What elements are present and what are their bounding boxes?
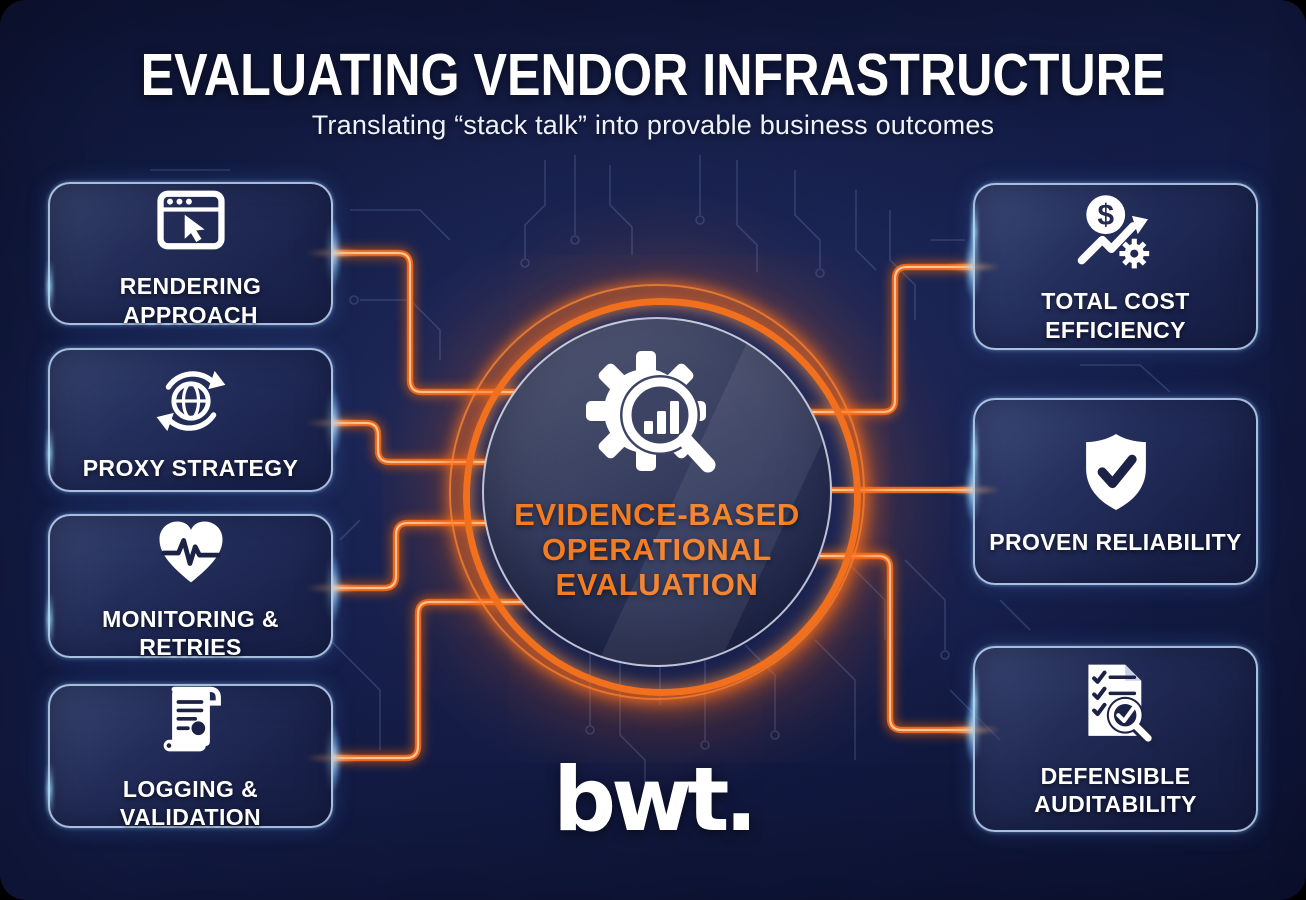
brand-logo: bwt.	[553, 748, 758, 851]
shield-check-icon	[1070, 426, 1162, 518]
center-label: EVIDENCE-BASED OPERATIONAL EVALUATION	[514, 497, 800, 602]
panel-proxy-strategy: PROXY STRATEGY	[48, 348, 333, 492]
page-title: EVALUATING VENDOR INFRASTRUCTURE	[140, 41, 1166, 108]
panel-rendering-approach: RENDERING APPROACH	[48, 182, 333, 328]
page-subtitle: Translating “stack talk” into provable b…	[311, 110, 995, 140]
scroll-log-icon	[149, 681, 233, 765]
center-ring-outer	[449, 284, 865, 700]
panel-monitoring-retries: MONITORING & RETRIES	[48, 511, 333, 660]
audit-checklist-magnifier-icon	[1070, 660, 1162, 752]
panel-label: PROVEN RELIABILITY	[989, 529, 1242, 556]
panel-label: RENDERING APPROACH	[119, 273, 262, 328]
panel-defensible-auditability: DEFENSIBLE AUDITABILITY	[973, 646, 1258, 832]
panel-total-cost-efficiency: $ TOTAL COST EFFICIENCY	[973, 183, 1258, 350]
panel-label: TOTAL COST EFFICIENCY	[1041, 288, 1190, 343]
gear-magnifier-chart-icon	[572, 345, 742, 497]
panel-logging-validation: LOGGING & VALIDATION	[48, 681, 333, 830]
heartbeat-icon	[149, 511, 233, 595]
panel-label: LOGGING & VALIDATION	[119, 775, 262, 830]
center-label-line: OPERATIONAL	[542, 532, 772, 568]
center-ring	[463, 298, 861, 696]
panel-label: PROXY STRATEGY	[82, 454, 299, 481]
center-label-line: EVALUATION	[555, 567, 759, 603]
center-circle: EVIDENCE-BASED OPERATIONAL EVALUATION	[482, 317, 832, 667]
dollar-growth-gear-icon: $	[1068, 189, 1164, 277]
panel-label: DEFENSIBLE AUDITABILITY	[1034, 762, 1197, 817]
svg-text:$: $	[1097, 199, 1114, 232]
globe-sync-icon	[148, 358, 234, 444]
browser-cursor-icon	[149, 178, 233, 262]
panel-proven-reliability: PROVEN RELIABILITY	[973, 398, 1258, 585]
panel-label: MONITORING & RETRIES	[102, 605, 279, 660]
center-label-line: EVIDENCE-BASED	[514, 497, 800, 532]
